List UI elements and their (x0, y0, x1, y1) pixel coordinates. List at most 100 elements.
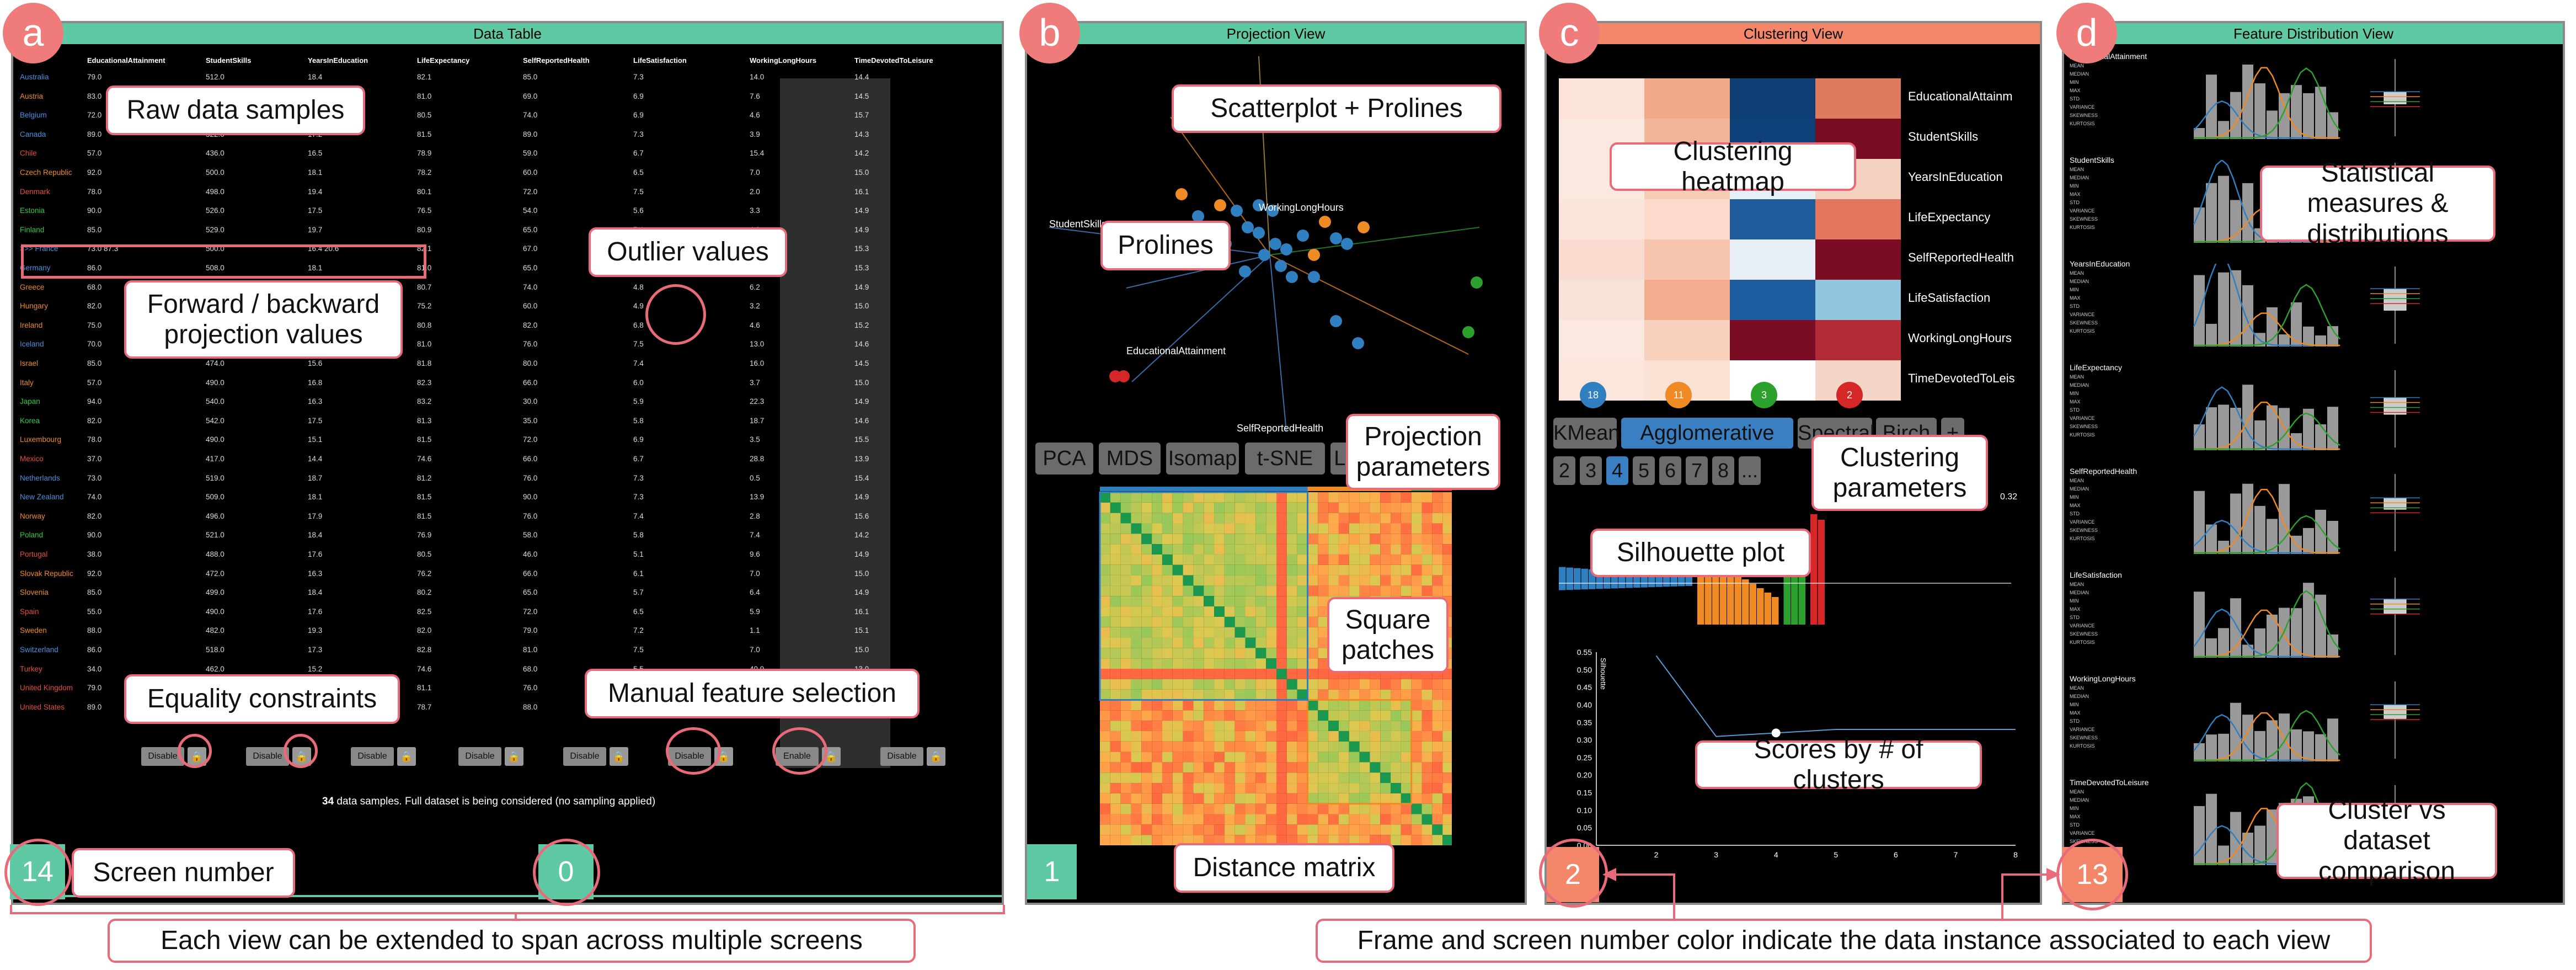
scatter-point[interactable] (1214, 199, 1226, 211)
disable-feature-button[interactable]: Disable (351, 747, 394, 766)
country-name: Israel (20, 359, 39, 367)
country-name: Korea (20, 416, 40, 425)
scatter-point[interactable] (1266, 205, 1279, 217)
matrix-cell (1380, 689, 1391, 700)
disable-feature-button[interactable]: Disable (458, 747, 501, 766)
table-cell: 81.5 (417, 493, 432, 502)
histogram-bar (2279, 334, 2290, 347)
matrix-cell (1245, 627, 1256, 638)
matrix-cell (1297, 762, 1308, 773)
table-cell: 14.6 (854, 340, 869, 349)
cluster-k-button[interactable]: 8 (1712, 456, 1734, 485)
scatter-point[interactable] (1352, 337, 1364, 349)
matrix-cell (1338, 523, 1349, 534)
scatter-point[interactable] (1308, 271, 1320, 283)
disable-feature-button[interactable]: Disable (563, 747, 606, 766)
table-cell: 17.6 (308, 550, 323, 558)
projection-method-pca[interactable]: PCA (1035, 443, 1093, 475)
matrix-cell (1391, 814, 1401, 825)
cluster-k-button[interactable]: 6 (1659, 456, 1681, 485)
disable-feature-button[interactable]: Disable (246, 747, 289, 766)
scatter-point[interactable] (1358, 221, 1370, 233)
projection-method-mds[interactable]: MDS (1099, 443, 1161, 475)
scatter-point[interactable] (1239, 265, 1251, 278)
matrix-cell (1131, 710, 1142, 721)
boxplot (2370, 59, 2420, 136)
cluster-density-curve (2194, 284, 2341, 347)
matrix-cell (1276, 679, 1287, 690)
matrix-cell (1162, 637, 1173, 648)
matrix-cell (1307, 637, 1318, 648)
scatter-point[interactable] (1275, 260, 1287, 272)
matrix-cell (1234, 596, 1246, 607)
matrix-cell (1234, 721, 1246, 731)
matrix-cell (1245, 564, 1256, 575)
selected-k-point[interactable] (1771, 728, 1781, 738)
matrix-cell (1100, 658, 1110, 669)
matrix-cell (1245, 616, 1256, 627)
matrix-cell (1214, 658, 1225, 669)
scatter-point[interactable] (1242, 221, 1254, 233)
cluster-k-button[interactable]: 4 (1606, 456, 1628, 485)
scatter-point[interactable] (1462, 326, 1474, 338)
scatter-point[interactable] (1341, 238, 1353, 250)
table-cell: 18.4 (308, 73, 323, 81)
matrix-cell (1152, 648, 1162, 659)
matrix-cell (1391, 679, 1401, 690)
lock-icon[interactable]: 🔒 (927, 747, 945, 766)
manual-enable-ring (772, 727, 827, 775)
cluster-k-button[interactable]: ... (1739, 456, 1761, 485)
cluster-k-button[interactable]: 2 (1553, 456, 1575, 485)
lock-icon[interactable]: 🔒 (505, 747, 523, 766)
scatter-point[interactable] (1231, 205, 1243, 217)
scatter-point[interactable] (1330, 232, 1342, 244)
stat-name: MAX (2070, 710, 2081, 716)
scatter-point[interactable] (1269, 238, 1281, 250)
stat-name: STD (2070, 407, 2080, 413)
matrix-cell (1214, 669, 1225, 679)
lock-icon[interactable]: 🔒 (397, 747, 416, 766)
matrix-cell (1421, 679, 1433, 690)
table-cell: 78.0 (87, 187, 102, 196)
country-name: Czech Republic (20, 168, 72, 177)
matrix-cell (1110, 575, 1121, 586)
lock-icon[interactable]: 🔒 (610, 747, 628, 766)
cluster-k-button[interactable]: 7 (1686, 456, 1708, 485)
scatter-point[interactable] (1308, 249, 1320, 261)
matrix-cell (1224, 502, 1235, 513)
matrix-cell (1172, 710, 1183, 721)
scatter-point[interactable] (1330, 315, 1342, 327)
scatter-point[interactable] (1118, 370, 1130, 382)
matrix-cell (1338, 575, 1349, 586)
cluster-k-button[interactable]: 3 (1580, 456, 1602, 485)
scatter-point[interactable] (1258, 249, 1270, 261)
matrix-cell (1432, 585, 1443, 596)
disable-feature-button[interactable]: Disable (141, 747, 184, 766)
projection-method-tsne[interactable]: t-SNE (1245, 443, 1325, 475)
table-cell: 490.0 (206, 435, 225, 444)
scatter-point[interactable] (1175, 188, 1188, 200)
scatter-point[interactable] (1286, 271, 1298, 283)
matrix-cell (1359, 544, 1370, 555)
disable-feature-button[interactable]: Disable (880, 747, 923, 766)
scatter-point[interactable] (1319, 216, 1331, 228)
table-cell: 22.3 (750, 397, 765, 406)
matrix-cell (1193, 585, 1204, 596)
matrix-cell (1286, 824, 1297, 835)
cluster-k-button[interactable]: 5 (1633, 456, 1655, 485)
matrix-cell (1120, 627, 1131, 638)
algorithm-agglomerative-button[interactable]: Agglomerative (1621, 418, 1793, 449)
matrix-cell (1442, 679, 1452, 690)
matrix-cell (1276, 793, 1287, 804)
scatter-point[interactable] (1253, 199, 1265, 211)
scatter-point[interactable] (1471, 276, 1483, 289)
scatter-point[interactable] (1192, 210, 1204, 222)
matrix-cell (1370, 544, 1381, 555)
scatter-point[interactable] (1280, 243, 1292, 255)
scatter-point[interactable] (1253, 227, 1265, 239)
scatter-point[interactable] (1297, 230, 1309, 242)
matrix-cell (1120, 752, 1131, 763)
proline-label: EducationalAttainment (1126, 345, 1226, 356)
matrix-cell (1359, 762, 1370, 773)
projection-method-isomap[interactable]: Isomap (1166, 443, 1239, 475)
